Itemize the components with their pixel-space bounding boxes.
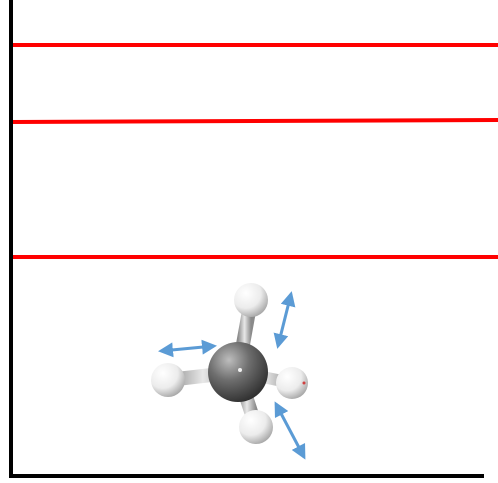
hydrogen-atom-top bbox=[234, 283, 268, 317]
energy-level-line-2 bbox=[11, 118, 498, 124]
hydrogen-atom-right-highlight bbox=[302, 381, 306, 385]
vibration-arrow-top bbox=[273, 291, 296, 349]
hydrogen-atom-right bbox=[276, 367, 308, 399]
hydrogen-atom-left bbox=[151, 363, 185, 397]
vibration-arrow-left bbox=[158, 339, 217, 358]
vibration-arrow-bottom bbox=[274, 401, 306, 460]
hydrogen-atom-bottom bbox=[239, 410, 273, 444]
carbon-atom-highlight bbox=[238, 368, 242, 372]
molecule-model bbox=[151, 283, 308, 444]
carbon-atom bbox=[208, 342, 268, 402]
vibration-arrows bbox=[158, 291, 306, 460]
